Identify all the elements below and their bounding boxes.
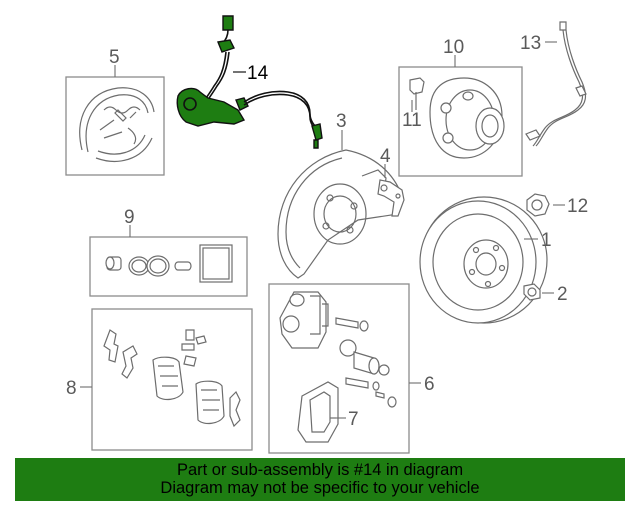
callout-3: 3 xyxy=(336,111,347,132)
callout-2: 2 xyxy=(557,284,568,305)
part-5-brake-shoes[interactable] xyxy=(65,76,165,176)
part-3-dust-shield[interactable] xyxy=(277,149,403,279)
callout-5: 5 xyxy=(109,47,120,68)
callout-7: 7 xyxy=(348,409,359,430)
info-banner: Part or sub-assembly is #14 in diagram D… xyxy=(15,458,625,501)
callout-10: 10 xyxy=(443,37,464,58)
part-13-sensor-wire[interactable] xyxy=(525,21,587,147)
callout-12: 12 xyxy=(567,196,588,217)
part-1-brake-disc[interactable] xyxy=(419,196,548,324)
part-8-brake-pads[interactable] xyxy=(91,308,253,451)
part-14-abs-sensor-harness[interactable] xyxy=(176,15,323,149)
part-2-bolt[interactable] xyxy=(523,283,541,301)
part-6-caliper-assembly[interactable] xyxy=(268,283,410,454)
part-12-nut[interactable] xyxy=(526,193,550,217)
banner-line-1: Part or sub-assembly is #14 in diagram xyxy=(176,461,464,479)
callout-14: 14 xyxy=(247,63,269,84)
banner-line-2: Diagram may not be specific to your vehi… xyxy=(160,479,480,497)
callout-6: 6 xyxy=(424,374,435,395)
callout-13: 13 xyxy=(520,33,541,54)
callout-9: 9 xyxy=(124,207,135,228)
callout-11: 11 xyxy=(402,110,422,131)
part-9-seal-kit[interactable] xyxy=(89,236,248,297)
callout-1: 1 xyxy=(541,230,552,251)
part-10-hub-bearing[interactable] xyxy=(398,66,523,177)
callout-4: 4 xyxy=(380,146,391,167)
part-4-bracket[interactable] xyxy=(377,179,405,217)
callout-8: 8 xyxy=(66,378,77,399)
